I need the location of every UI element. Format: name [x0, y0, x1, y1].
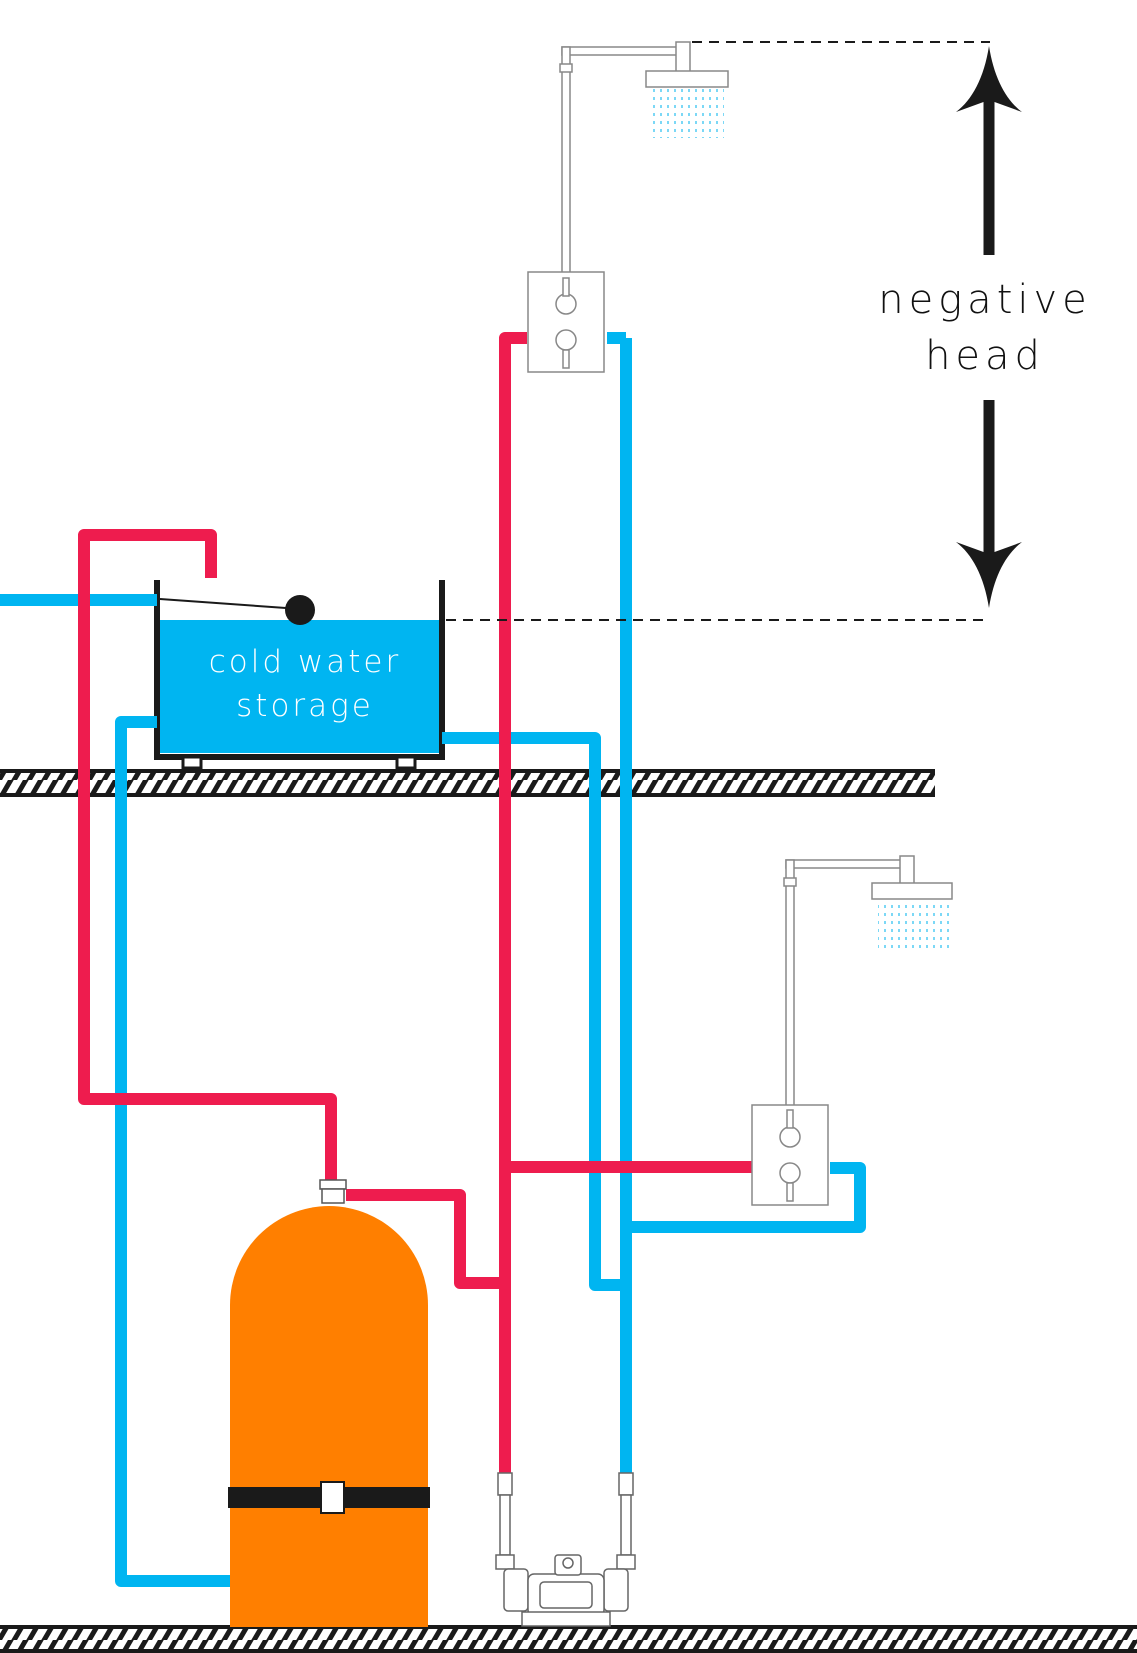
float-valve-icon	[159, 595, 315, 625]
shower-head-icon	[559, 41, 729, 280]
negative-head-label-line1: negative	[878, 277, 1092, 323]
hot-water-cylinder	[228, 1179, 430, 1627]
shower-head-icon	[783, 855, 953, 1111]
shower-valve-icon	[527, 271, 605, 373]
cold-water-storage-tank	[154, 580, 445, 770]
ground-floor	[0, 1625, 1137, 1653]
upper-shower	[527, 41, 729, 373]
tank-label-line1: cold water	[208, 644, 402, 680]
cold-water-pipes	[0, 332, 866, 1587]
pump-icon	[495, 1472, 636, 1627]
upper-floor	[0, 769, 935, 797]
hot-water-pipes	[78, 332, 752, 1475]
lower-shower	[751, 855, 953, 1206]
negative-head-label-line2: head	[925, 333, 1045, 379]
tank-label: cold water storage	[155, 640, 455, 728]
negative-head-label: negative head	[860, 272, 1110, 384]
negative-head-indicator	[446, 41, 1022, 621]
tank-label-line2: storage	[236, 688, 374, 724]
shower-valve-icon	[751, 1104, 829, 1206]
